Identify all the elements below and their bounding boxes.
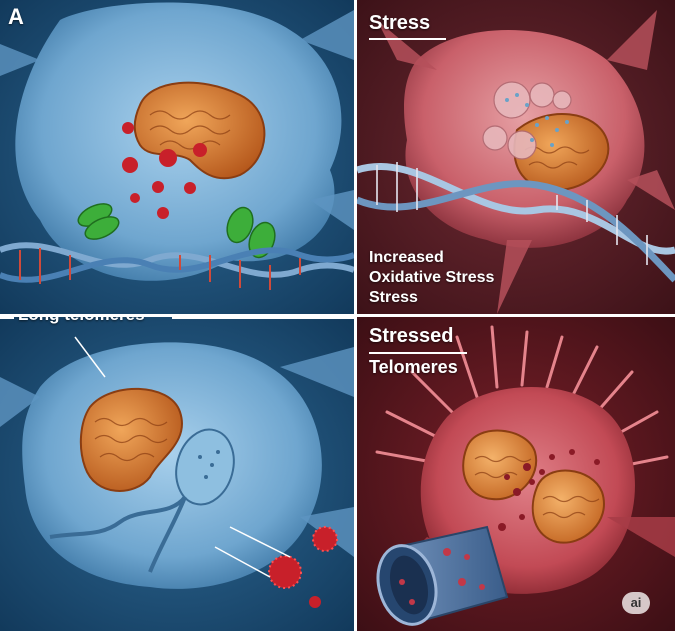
panel-bottom-right: Stressed Telomeres ai [357,317,675,631]
mitochondrion-icon [531,469,605,544]
panel-top-left: A [0,0,354,314]
dna-helix-icon [357,162,675,283]
virus-icon [157,207,169,219]
panel-subtitle: Telomeres [369,357,458,377]
panel-top-right: Stress Increased Oxidative Stress Stress [357,0,675,314]
mitochondrion-icon [79,387,183,492]
description-line: Increased [369,249,444,266]
virus-icon [122,157,138,173]
ros-particles [505,93,569,147]
virus-cluster [122,122,207,219]
label-rule-left [0,317,14,319]
virus-icon [159,149,177,167]
cell-illustration-blue-2 [0,317,354,631]
panel-letter: A [8,4,24,29]
telomere-tube-icon [376,525,509,626]
description-line: Stress [369,289,418,306]
cell-illustration-blue [0,0,354,314]
virus-icon [130,193,140,203]
pointer-lines [74,336,291,578]
virus-icon [312,526,338,552]
dna-helix-icon [0,242,354,290]
virus-icon [268,555,302,589]
description-line: Oxidative Stress [369,269,495,286]
virus-icon [152,181,164,193]
panel-title: Stress [369,12,431,34]
panel-bottom-left: Long telomeres [0,317,354,631]
green-particles [77,203,276,259]
cell-illustration-red-2 [357,317,675,631]
vesicles [482,81,572,160]
virus-cluster [268,526,338,608]
panel-title: Stressed [369,325,454,347]
long-telomeres-label: Long telomeres [16,317,147,325]
virus-icon [309,596,321,608]
panel-description: Increased Oxidative Stress Stress [369,248,494,308]
cell-illustration-red [357,0,675,314]
label-rule-right [172,317,354,319]
title-underline [369,352,467,354]
ai-badge: ai [622,592,650,614]
virus-icon [184,182,196,194]
virus-icon [122,122,134,134]
title-underline [369,38,446,40]
cell-body [22,342,322,589]
virus-icon [193,143,207,157]
sperm-shaped-structure-icon [49,428,235,573]
